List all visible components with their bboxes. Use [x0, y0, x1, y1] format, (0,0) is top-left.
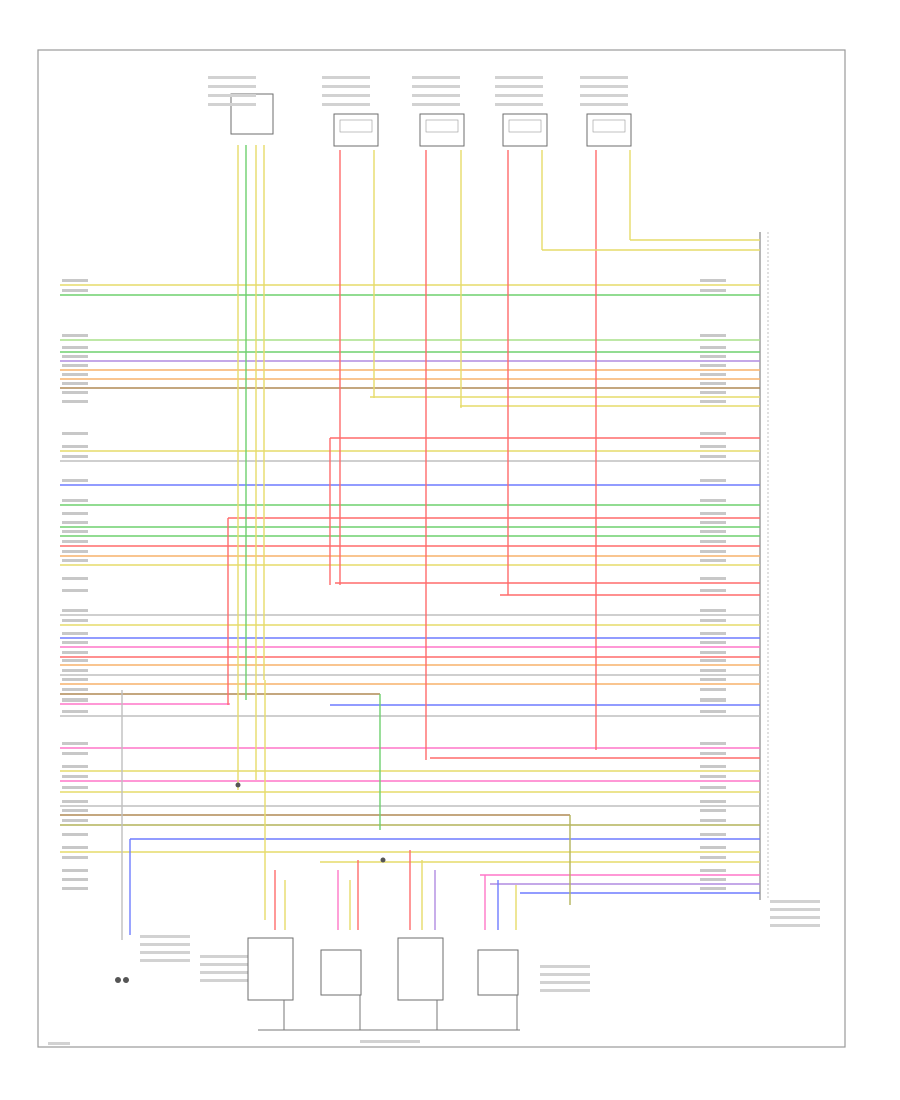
- bottom-component-1: [247, 937, 294, 1001]
- ground-symbols: [115, 782, 386, 983]
- ground-bus: [258, 995, 520, 1031]
- component-box-1: [230, 93, 274, 135]
- bottom-components: [247, 937, 519, 1001]
- ecm-connector: [759, 232, 769, 900]
- vertical-wires: [121, 145, 760, 940]
- component-box-2: [333, 113, 379, 147]
- bottom-component-2: [320, 949, 362, 996]
- bottom-component-4: [477, 949, 519, 996]
- component-box-4: [502, 113, 548, 147]
- top-components: [230, 93, 632, 147]
- wire-labels: [48, 76, 820, 1045]
- horizontal-wires: [60, 284, 760, 894]
- component-box-5: [586, 113, 632, 147]
- component-box-3: [419, 113, 465, 147]
- diagram-frame: [37, 49, 846, 1048]
- bottom-component-3: [397, 937, 444, 1001]
